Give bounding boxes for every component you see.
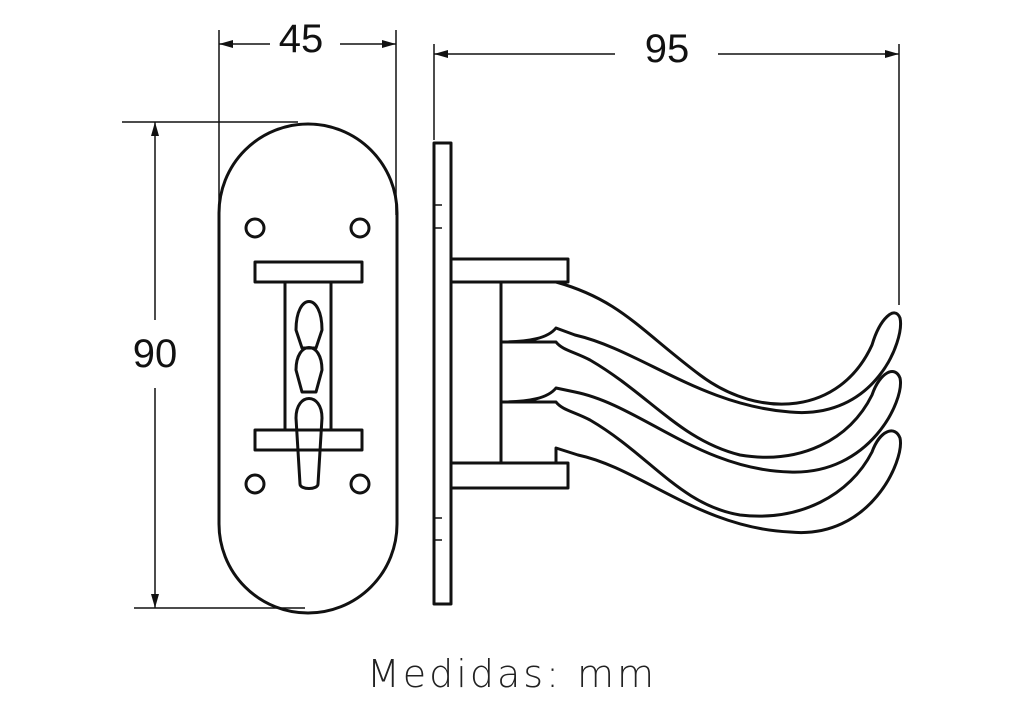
width-dimension: 45: [218, 17, 397, 215]
screw-hole-bottom-right: [349, 473, 371, 495]
side-pivot-hub: [449, 280, 503, 465]
side-backplate: [432, 141, 453, 606]
side-bracket-bottom: [449, 461, 570, 490]
side-hook-1: [499, 280, 903, 414]
screw-hole-top-right: [349, 217, 371, 239]
width-arrow-left: [219, 40, 233, 48]
depth-label: 95: [645, 27, 690, 71]
side-bracket-top: [449, 257, 570, 284]
height-arrow-top: [151, 122, 159, 136]
front-bracket-bottom: [253, 428, 364, 452]
front-backplate: [217, 122, 399, 615]
front-hook-end-2: [294, 346, 324, 394]
units-caption: Medidas: mm: [367, 652, 657, 696]
front-bracket-top: [253, 260, 364, 284]
height-label: 90: [133, 332, 178, 376]
side-hook-2: [499, 340, 902, 474]
screw-hole-top-left: [244, 217, 266, 239]
depth-arrow-right: [885, 50, 899, 58]
side-view: [432, 141, 903, 606]
front-hook-ends: [294, 300, 324, 490]
front-hook-end-3: [294, 397, 324, 490]
width-arrow-right: [382, 40, 396, 48]
depth-dimension: 95: [433, 27, 900, 305]
side-hook-3: [499, 400, 902, 534]
depth-arrow-left: [434, 50, 448, 58]
height-dimension: 90: [122, 121, 305, 609]
front-view: [217, 122, 399, 615]
width-label: 45: [279, 17, 324, 61]
front-hook-end-1: [294, 300, 324, 350]
height-arrow-bottom: [151, 594, 159, 608]
screw-hole-bottom-left: [244, 473, 266, 495]
